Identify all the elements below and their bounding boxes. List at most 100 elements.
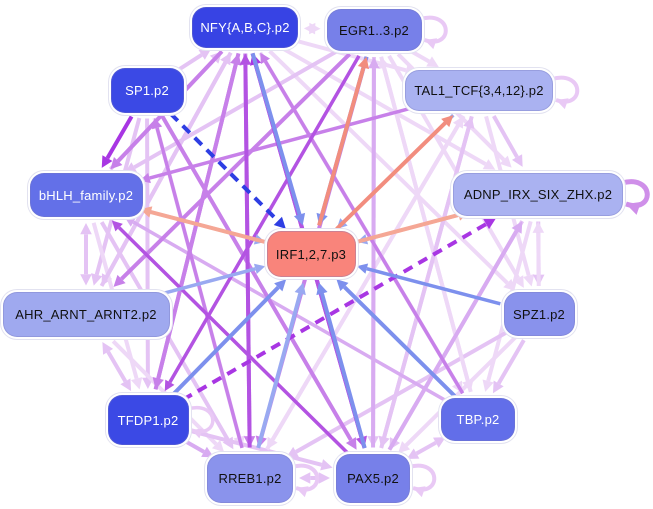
edge-arrowhead <box>139 172 151 184</box>
edge <box>496 339 526 385</box>
edge <box>145 118 150 378</box>
edge-arrowhead <box>296 486 309 498</box>
edge-arrowhead <box>102 342 114 355</box>
edge <box>182 222 488 402</box>
edge-arrowhead <box>318 472 330 484</box>
node-tal1[interactable]: TAL1_TCF{3,4,12}.p2 <box>405 69 553 111</box>
edge <box>419 15 448 44</box>
edge-arrowhead <box>320 459 333 471</box>
edge <box>169 112 280 223</box>
edge-arrowhead <box>293 212 306 226</box>
edge-arrowhead <box>441 115 454 128</box>
edge-arrowhead <box>260 52 270 65</box>
edge-arrowhead <box>164 379 175 392</box>
node-nfy[interactable]: NFY{A,B,C}.p2 <box>192 6 298 48</box>
edge-arrowhead <box>131 377 143 390</box>
edge <box>153 63 238 390</box>
node-label: SP1.p2 <box>125 82 169 98</box>
edge <box>492 115 519 159</box>
edge-arrowhead <box>294 282 306 296</box>
edge-arrowhead <box>378 56 390 70</box>
edge-arrowhead <box>452 116 464 129</box>
edge-arrowhead <box>426 56 439 68</box>
edge-arrowhead <box>201 446 214 458</box>
node-bhlh[interactable]: bHLH_family.p2 <box>29 173 143 217</box>
edge-arrowhead <box>424 38 438 50</box>
edge-arrowhead <box>523 274 535 287</box>
edge-arrowhead <box>482 379 494 392</box>
edge <box>154 267 256 298</box>
node-label: IRF1,2,7.p3 <box>275 246 347 262</box>
edge <box>149 104 418 180</box>
edge-arrowhead <box>499 155 512 168</box>
edge-arrowhead <box>220 52 231 66</box>
node-egr[interactable]: EGR1..3.p2 <box>326 9 422 51</box>
edge <box>250 52 302 216</box>
edge-arrowhead <box>316 282 328 296</box>
edge-arrowhead <box>357 56 370 70</box>
edge <box>280 46 487 166</box>
node-adnp[interactable]: ADNP_IRX_SIX_ZHX.p2 <box>453 172 623 216</box>
edge-arrowhead <box>139 206 153 218</box>
edge <box>408 463 437 492</box>
node-label: ADNP_IRX_SIX_ZHX.p2 <box>463 186 613 202</box>
edge <box>117 226 350 455</box>
edge-arrowhead <box>113 274 126 287</box>
node-tbp[interactable]: TBP.p2 <box>441 397 515 441</box>
node-ahr[interactable]: AHR_ARNT_ARNT2.p2 <box>2 291 170 337</box>
edge-arrowhead <box>556 98 569 110</box>
edge-arrowhead <box>230 53 242 66</box>
edge <box>190 429 323 467</box>
edge <box>317 67 366 226</box>
edge <box>120 52 352 281</box>
edge-arrowhead <box>91 273 103 286</box>
edge-arrowhead <box>356 263 369 274</box>
edge-arrowhead <box>413 486 426 498</box>
edge-arrowhead <box>626 201 641 215</box>
node-rreb1[interactable]: RREB1.p2 <box>207 453 293 503</box>
node-spz1[interactable]: SPZ1.p2 <box>503 292 575 336</box>
edge-arrowhead <box>513 275 524 288</box>
node-label: TFDP1.p2 <box>117 412 179 428</box>
edge-arrowhead <box>212 440 225 453</box>
edge-arrowhead <box>80 223 92 235</box>
node-pax5[interactable]: PAX5.p2 <box>336 453 410 503</box>
edge-arrowhead <box>511 221 523 234</box>
node-label: RREB1.p2 <box>218 470 282 486</box>
node-label: TBP.p2 <box>456 411 500 427</box>
edge-arrowhead <box>274 279 287 292</box>
node-label: TAL1_TCF{3,4,12}.p2 <box>414 82 544 98</box>
edge <box>150 210 266 244</box>
node-sp1[interactable]: SP1.p2 <box>110 67 184 113</box>
edge-arrowhead <box>299 472 311 484</box>
edge <box>263 60 465 395</box>
edge-arrowhead <box>151 118 163 130</box>
edge <box>387 229 519 451</box>
edge-arrowhead <box>111 220 123 232</box>
edge-arrowhead <box>239 53 252 65</box>
edge <box>160 115 353 442</box>
edge <box>256 293 303 449</box>
edge <box>176 53 203 72</box>
edge-arrowhead <box>492 380 504 394</box>
edge <box>105 115 134 160</box>
edge <box>155 127 244 449</box>
edge-arrowhead <box>198 48 212 60</box>
edge-arrowhead <box>80 274 92 286</box>
edge-arrowhead <box>124 162 138 173</box>
edge-arrowhead <box>120 378 132 392</box>
edge-arrowhead <box>191 428 203 439</box>
node-label: SPZ1.p2 <box>513 306 565 322</box>
node-irf[interactable]: IRF1,2,7.p3 <box>266 231 356 277</box>
edge-arrowhead <box>273 216 286 229</box>
node-tfdp1[interactable]: TFDP1.p2 <box>107 395 189 445</box>
edge <box>551 75 580 104</box>
edge-arrowhead <box>482 159 496 170</box>
edge-arrowhead <box>336 279 349 292</box>
node-label: NFY{A,B,C}.p2 <box>200 19 290 35</box>
node-label: EGR1..3.p2 <box>339 22 409 38</box>
edge <box>268 49 509 285</box>
edge-arrowhead <box>463 116 475 129</box>
edge <box>132 220 447 403</box>
edge <box>415 440 437 456</box>
